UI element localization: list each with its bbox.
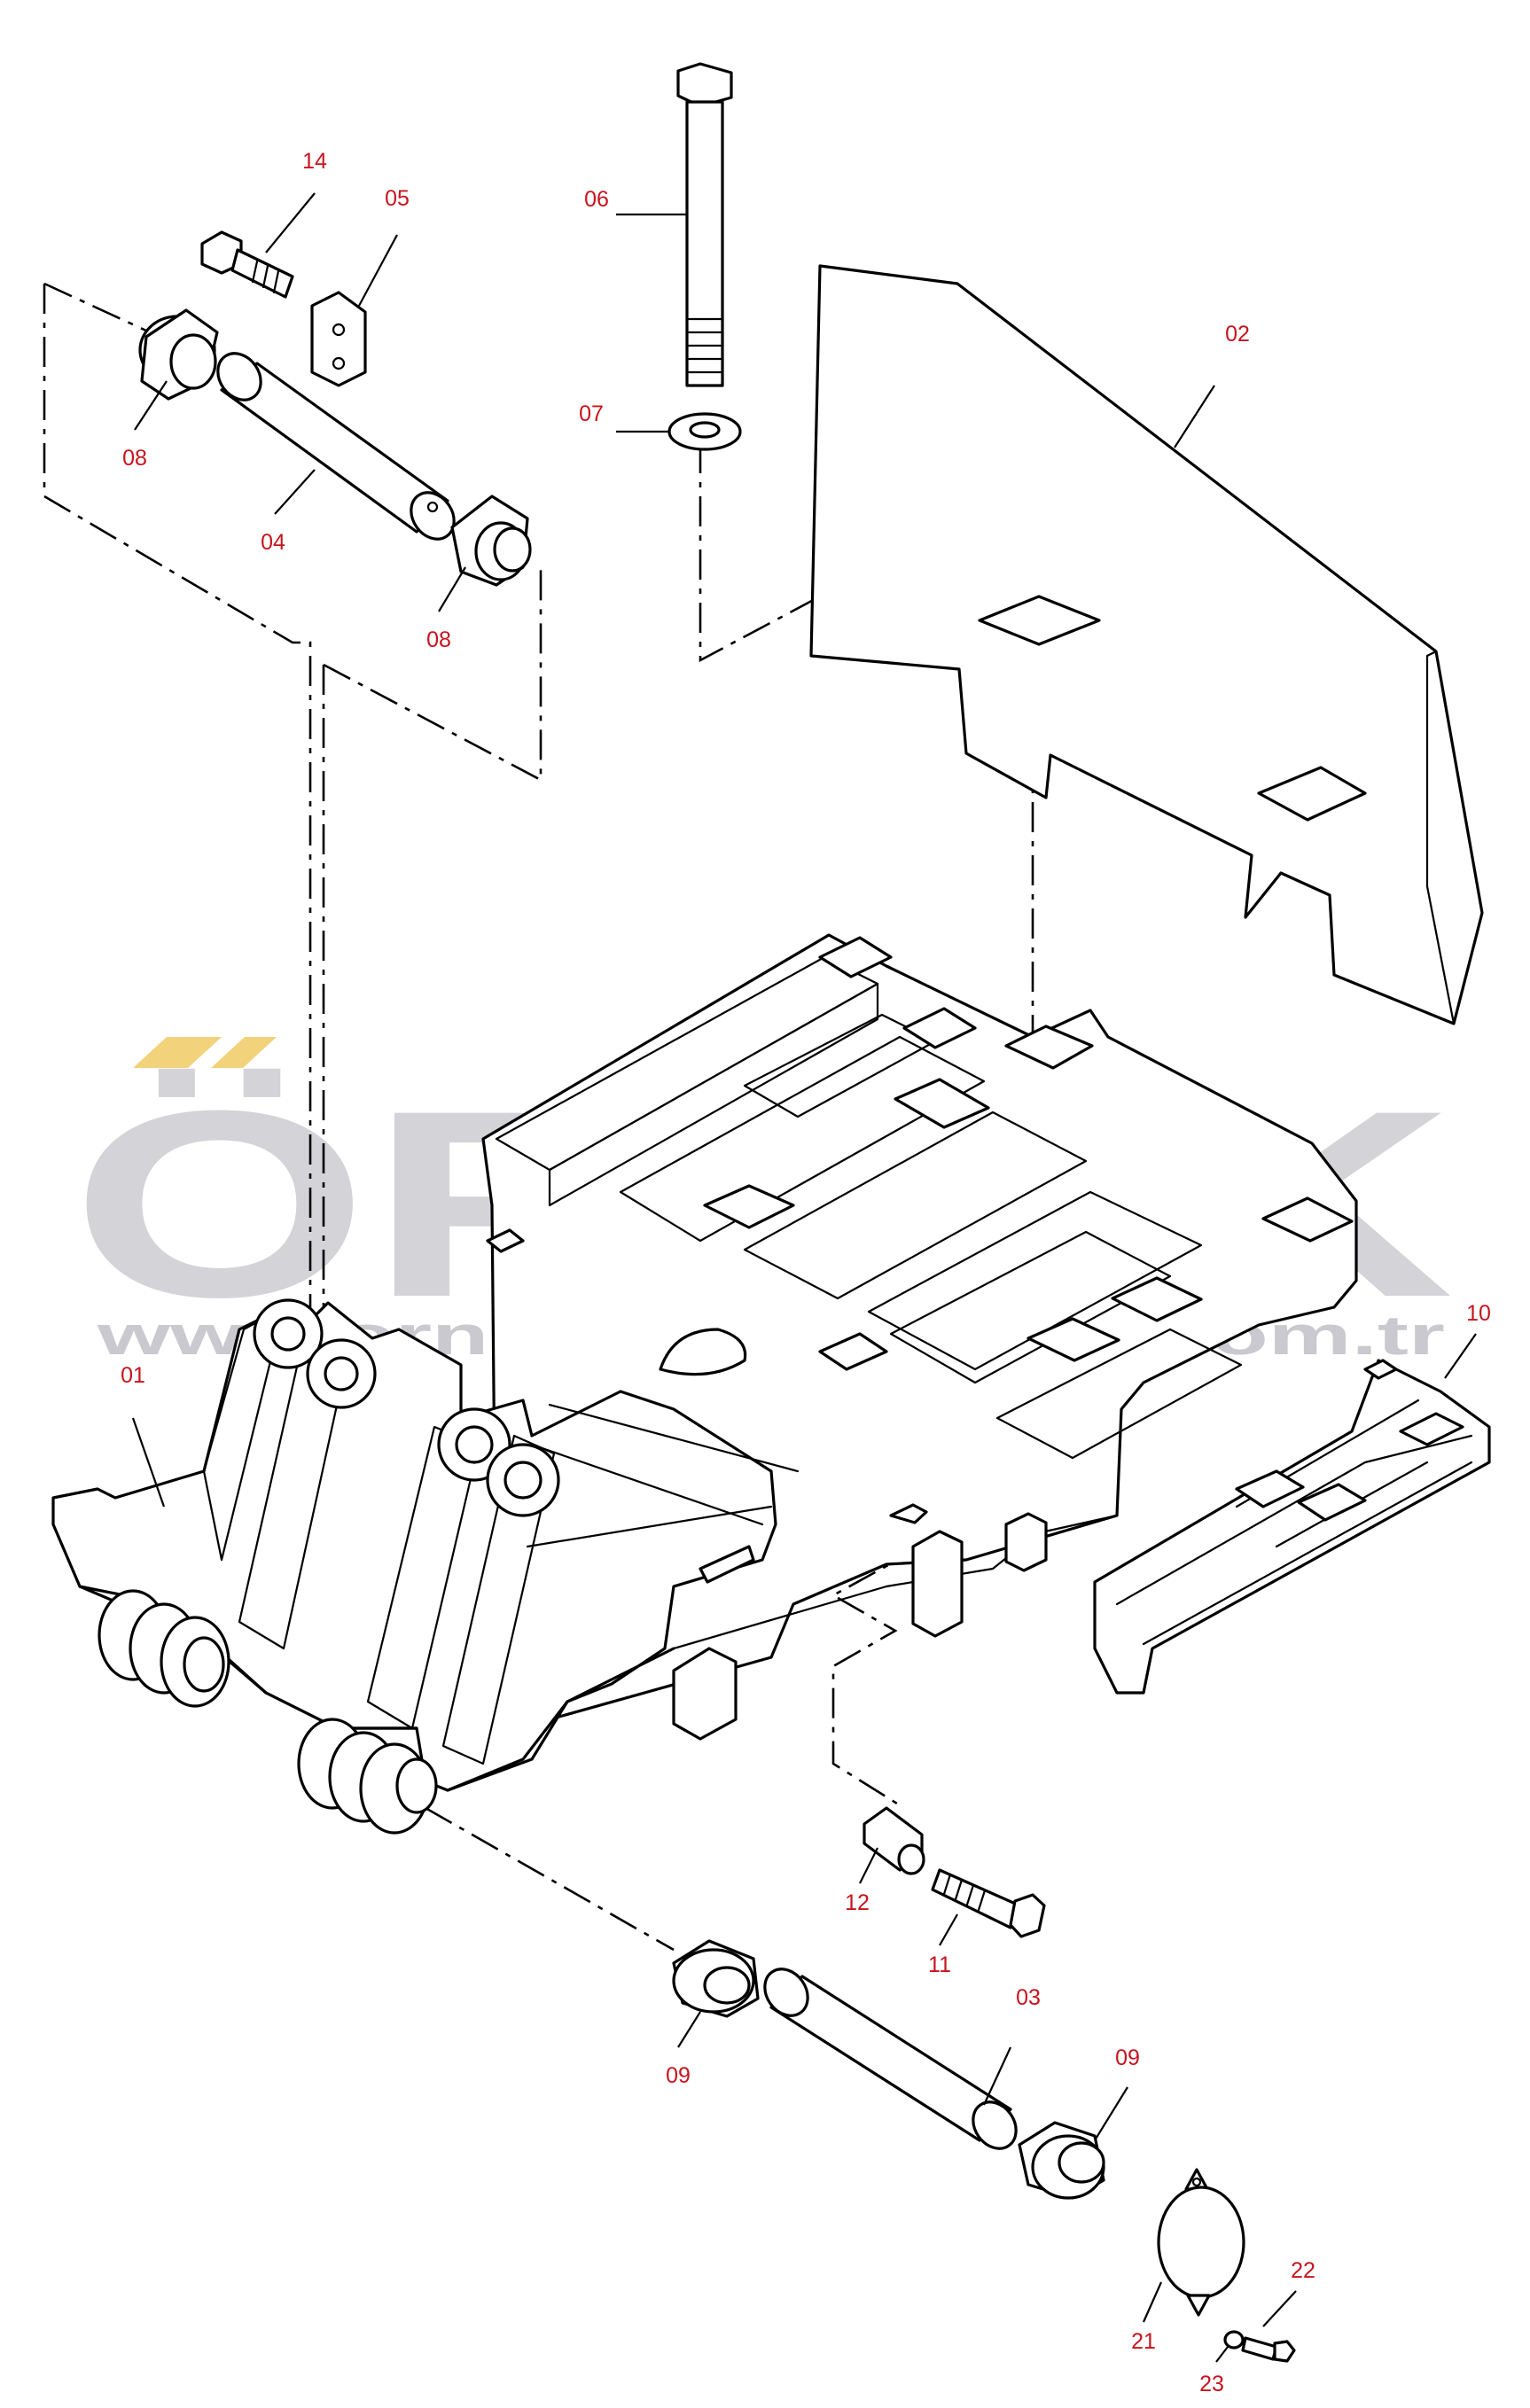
callout-02: 02: [1225, 322, 1250, 347]
callout-01: 01: [121, 1363, 145, 1388]
bushing-09-lower-left: [672, 1939, 760, 2018]
callout-09-right: 09: [1115, 2046, 1140, 2070]
counterweight-pad-lower: [1257, 766, 1367, 822]
callout-08-upper: 08: [122, 446, 147, 471]
callouts: 14 05 06 02 07 08 04 08 01 10 12 11 03 0…: [121, 149, 1491, 2396]
bolt-14: [200, 230, 294, 299]
bolt-11: [931, 1868, 1046, 1938]
frame-opening: [659, 1328, 747, 1376]
bushing-09-lower-right: [1018, 2121, 1105, 2200]
bushing-08-upper-left: [138, 308, 219, 401]
watermark-accent-left: [133, 1037, 222, 1068]
callout-22: 22: [1291, 2258, 1315, 2283]
callout-04: 04: [261, 530, 285, 555]
callout-09-left: 09: [666, 2063, 691, 2088]
bolt-06: [676, 62, 733, 387]
spacer-12: [863, 1806, 925, 1875]
watermark-accent-right: [211, 1037, 277, 1068]
callout-21: 21: [1131, 2329, 1156, 2354]
main-frame-01: [51, 933, 1358, 1835]
cover-plate-21: [1157, 2168, 1245, 2317]
bolt-22: [1241, 2336, 1296, 2363]
washer-07: [667, 412, 742, 451]
callout-05: 05: [385, 186, 410, 211]
bushing-08-upper-right: [450, 495, 532, 587]
callout-14: 14: [302, 149, 327, 174]
callout-11: 11: [928, 1952, 951, 1977]
callout-03: 03: [1016, 1985, 1041, 2010]
pin-03: [763, 1968, 1018, 2150]
callout-08-lower: 08: [426, 627, 451, 652]
frame-front-rollers: [98, 1589, 438, 1835]
pin-04: [216, 352, 456, 541]
callout-12: 12: [845, 1890, 870, 1915]
frame-lugs: [253, 1298, 560, 1517]
washer-23: [1223, 2330, 1245, 2350]
callout-23: 23: [1199, 2372, 1224, 2396]
counterweight-pad-upper: [978, 595, 1101, 646]
callout-07: 07: [579, 401, 604, 426]
plate-05: [310, 291, 367, 387]
callout-06: 06: [584, 187, 609, 212]
rail-frame-10: [1093, 1359, 1491, 1695]
callout-10: 10: [1466, 1301, 1491, 1326]
counterweight: [809, 264, 1484, 1025]
leader-lines: [131, 192, 1477, 2363]
